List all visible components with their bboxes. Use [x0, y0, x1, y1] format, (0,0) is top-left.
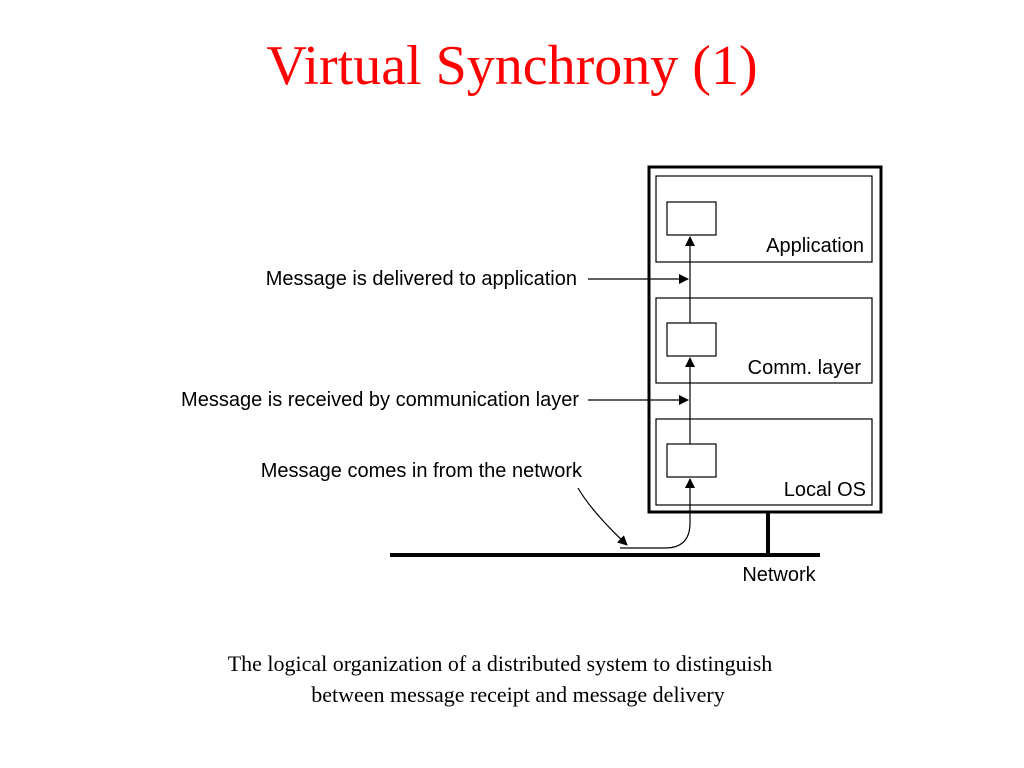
slide-caption: The logical organization of a distribute… [0, 648, 1000, 710]
received-annotation: Message is received by communication lay… [181, 389, 579, 411]
caption-line-1: The logical organization of a distribute… [227, 651, 773, 676]
application-message-box [666, 201, 717, 236]
application-layer-label: Application [766, 235, 864, 257]
delivered-annotation: Message is delivered to application [266, 268, 577, 290]
local-os-layer-label: Local OS [784, 479, 866, 501]
network-to-os-arrow [620, 478, 695, 549]
application-layer-box [655, 175, 873, 263]
comm-layer-label: Comm. layer [748, 357, 862, 379]
incoming-annotation: Message comes in from the network [261, 460, 583, 482]
network-label: Network [742, 564, 816, 586]
comm-layer-message-box [666, 322, 717, 357]
local-os-message-box [666, 443, 717, 478]
caption-line-2: between message receipt and message deli… [311, 682, 725, 707]
incoming-pointer [577, 487, 628, 546]
comm-layer-box [655, 297, 873, 384]
local-os-layer-box [655, 418, 873, 506]
slide-title: Virtual Synchrony (1) [266, 35, 758, 97]
machine-box [647, 165, 883, 514]
